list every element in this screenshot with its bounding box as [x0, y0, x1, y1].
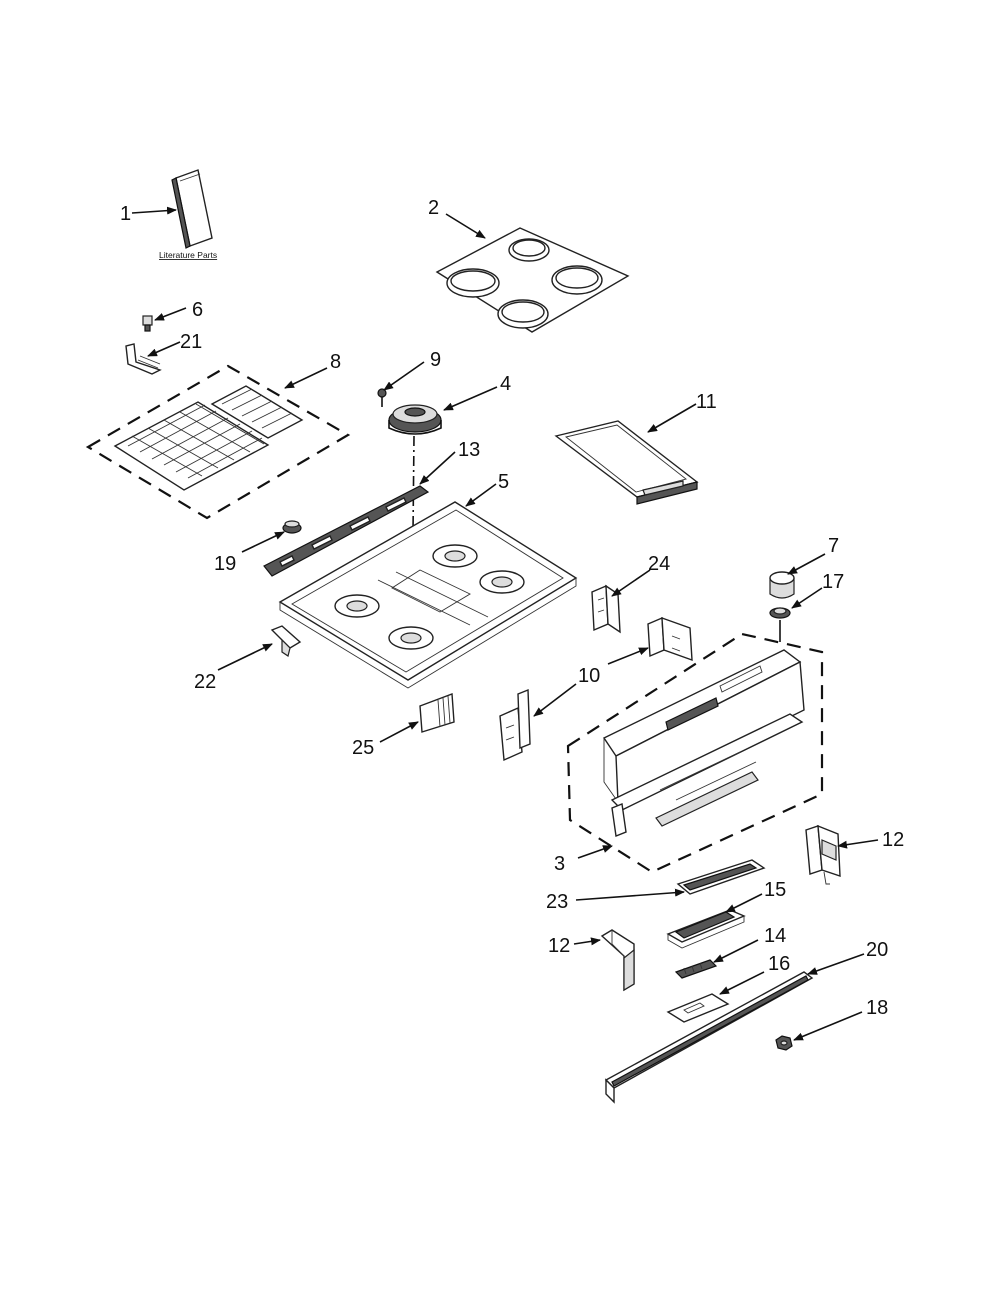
callout-21: 21 [180, 331, 202, 353]
part-bezel-17 [769, 607, 791, 619]
callout-18: 18 [866, 997, 888, 1019]
part-cooktop-mat [435, 227, 630, 333]
callout-22: 22 [194, 671, 216, 693]
part-trim-20 [604, 971, 814, 1104]
part-control-panel-3 [566, 632, 824, 874]
grate-right [210, 385, 304, 439]
callout-9: 9 [430, 349, 441, 371]
part-bracket-10-right [647, 616, 693, 662]
callout-15: 15 [764, 879, 786, 901]
part-literature-booklet [171, 169, 213, 249]
callout-8: 8 [330, 351, 341, 373]
part-gasket-23 [676, 859, 766, 895]
callout-11: 11 [696, 391, 717, 413]
callout-7: 7 [828, 535, 839, 557]
grate-left [113, 401, 270, 491]
part-bracket-12-left [600, 929, 635, 992]
callout-17: 17 [822, 571, 844, 593]
callout-5: 5 [498, 471, 509, 493]
part-bracket-12-right [805, 824, 841, 885]
part-connector-14 [674, 959, 718, 979]
callout-12-right: 12 [882, 829, 904, 851]
callout-10: 10 [578, 665, 600, 687]
part-label-25 [419, 693, 455, 733]
callout-1: 1 [120, 203, 131, 225]
callout-14: 14 [764, 925, 786, 947]
part-control-board-15 [666, 909, 746, 949]
callout-13: 13 [458, 439, 480, 461]
callout-12-left: 12 [548, 935, 570, 957]
part-screw-9 [377, 388, 387, 407]
part-trim-13 [263, 485, 430, 577]
leader-lines [131, 206, 879, 1041]
part-clip-22 [270, 625, 302, 657]
callout-4: 4 [500, 373, 511, 395]
callout-6: 6 [192, 299, 203, 321]
callout-24: 24 [648, 553, 670, 575]
callout-2: 2 [428, 197, 439, 219]
callout-19: 19 [214, 553, 236, 575]
callout-16: 16 [768, 953, 790, 975]
part-knob-7 [769, 571, 795, 599]
part-nut-18 [775, 1035, 793, 1051]
callout-20: 20 [866, 939, 888, 961]
part-plate-16 [666, 993, 730, 1023]
part-cooktop-5 [278, 501, 578, 689]
literature-parts-label: Literature Parts [159, 250, 217, 260]
part-grommet-19 [282, 520, 302, 534]
callout-3: 3 [554, 853, 565, 875]
part-griddle-11 [554, 420, 699, 505]
callout-23: 23 [546, 891, 568, 913]
part-grates-8 [85, 364, 351, 520]
callout-25: 25 [352, 737, 374, 759]
part-burner-4 [388, 404, 442, 435]
callout-numbers: 1 2 6 21 8 9 4 11 13 5 19 7 24 17 22 10 … [120, 197, 904, 1019]
part-bracket-10-left [499, 688, 531, 762]
part-screw-6 [142, 315, 153, 332]
part-bracket-21 [125, 343, 162, 375]
